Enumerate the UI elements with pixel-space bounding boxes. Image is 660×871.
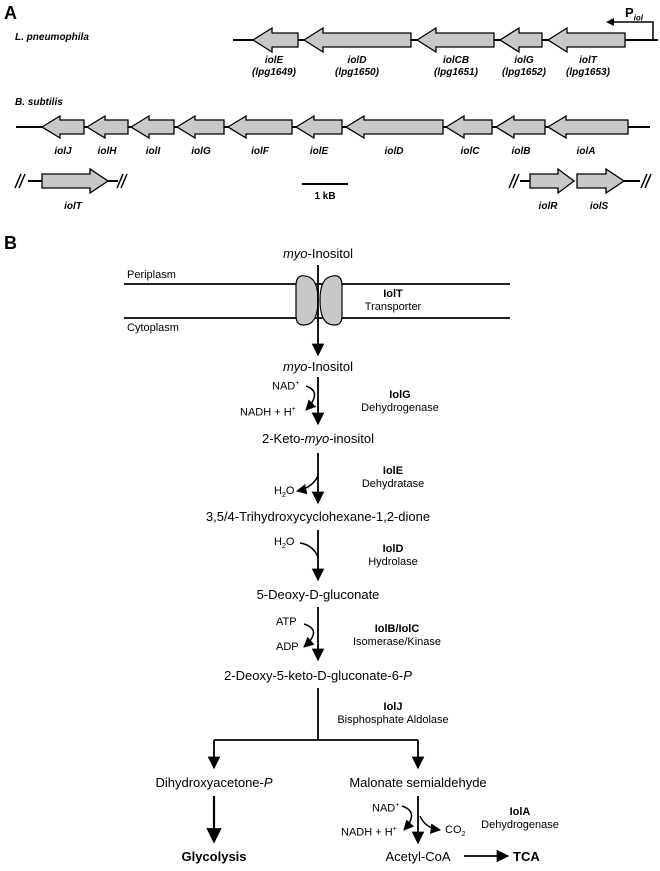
bsu-gene-label: iolF	[251, 146, 269, 157]
lpn-gene-label: iolD(lpg1650)	[335, 55, 379, 78]
lpn-gene-label: iolT(lpg1653)	[566, 55, 610, 78]
bsu-gene-label: iolC	[460, 146, 480, 157]
cofactor-adp: ADP	[276, 641, 299, 653]
lpn-gene-label: iolCB(lpg1651)	[434, 55, 478, 78]
bsu-iolRS-locus	[508, 167, 652, 195]
gene-arrow-iolF	[226, 114, 293, 140]
transporter-shape	[295, 275, 343, 326]
step2-water-arc	[295, 475, 319, 495]
cofactor-nadh-iolA: NADH + H+	[341, 826, 397, 839]
gene-arrow-iolT-lpn	[546, 26, 626, 54]
bsu-gene-arrows	[40, 114, 629, 140]
periplasm-label: Periplasm	[127, 269, 176, 281]
gene-arrow-iolA	[546, 114, 629, 140]
bsu-gene-label: iolA	[576, 146, 596, 157]
promoter-label: Piol	[625, 5, 644, 23]
glycolysis-label: Glycolysis	[181, 849, 247, 864]
promoter-arrow	[606, 18, 654, 40]
panel-label-b: B	[4, 233, 17, 253]
bsu-extra-gene-label: iolR	[538, 201, 558, 212]
metabolite-dhap: Dihydroxyacetone-P	[155, 775, 273, 790]
metabolite-acetyl-coa: Acetyl-CoA	[385, 849, 451, 864]
metabolite-malonate-semialdehyde: Malonate semialdehyde	[349, 775, 487, 790]
gene-arrow-iolG-bsu	[175, 114, 225, 140]
iolA-co2-arc	[419, 815, 442, 834]
metabolite-5-deoxy-d-gluconate: 5-Deoxy-D-gluconate	[256, 587, 380, 602]
gene-arrow-iolJ	[40, 114, 85, 140]
cofactor-water-out: H2O	[274, 485, 295, 500]
gene-arrow-iolB	[494, 114, 546, 140]
step3-water-arc	[299, 542, 319, 558]
bsu-iolT-locus	[14, 167, 128, 195]
gene-arrow-iolD-bsu	[344, 114, 444, 140]
cofactor-co2: CO2	[445, 824, 466, 839]
cofactor-nadh: NADH + H+	[240, 406, 296, 419]
bsu-gene-label: iolH	[97, 146, 117, 157]
gene-arrow-iolS	[576, 167, 626, 195]
bsu-extra-gene-label: iolS	[589, 201, 609, 212]
organism-label-bsu: B. subtilis	[15, 97, 63, 108]
bsu-gene-label: iolI	[145, 146, 161, 157]
cofactor-nad-iolA: NAD+	[372, 802, 400, 815]
gene-arrow-iolE	[251, 26, 299, 54]
gene-arrow-iolH	[85, 114, 129, 140]
tca-label: TCA	[513, 849, 540, 864]
bsu-gene-label: iolJ	[54, 146, 72, 157]
bsu-gene-label: iolD	[384, 146, 404, 157]
cytoplasm-label: Cytoplasm	[127, 322, 179, 334]
bsu-gene-label: iolE	[309, 146, 329, 157]
lpn-gene-label: iolE(lpg1649)	[252, 55, 296, 78]
organism-label-lpn: L. pneumophila	[15, 32, 89, 43]
bsu-extra-gene-label: iolT	[64, 201, 82, 212]
cofactor-water-in: H2O	[274, 536, 295, 551]
iolA-nad-arc	[401, 805, 415, 831]
gene-arrow-iolT-bsu	[41, 167, 110, 195]
metabolite-2-keto-myo-inositol: 2-Keto-myo-inositol	[262, 431, 374, 446]
gene-arrow-iolR	[529, 167, 576, 195]
metabolite-myo-inositol: myo-Inositol	[282, 359, 354, 374]
gene-arrow-iolC	[444, 114, 493, 140]
bsu-gene-label: iolG	[191, 146, 211, 157]
gene-arrow-iolE-bsu	[294, 114, 343, 140]
panel-label-a: A	[4, 3, 17, 23]
lpn-gene-arrows	[251, 26, 626, 54]
bsu-gene-label: iolB	[511, 146, 531, 157]
gene-arrow-iolG	[498, 26, 543, 54]
lpn-gene-label: iolG(lpg1652)	[502, 55, 546, 78]
metabolite-myo-inositol-outside: myo-Inositol	[282, 246, 354, 261]
cofactor-nad: NAD+	[272, 380, 300, 393]
gene-arrow-iolCB	[415, 26, 495, 54]
cofactor-atp: ATP	[276, 616, 297, 628]
gene-arrow-iolD	[302, 26, 412, 54]
metabolite-dkgp: 2-Deoxy-5-keto-D-gluconate-6-P	[224, 668, 412, 683]
scale-bar-label: 1 kB	[314, 191, 336, 202]
metabolite-thcd: 3,5/4-Trihydroxycyclohexane-1,2-dione	[205, 509, 431, 524]
step4-cofactor-arc	[303, 623, 315, 648]
step1-cofactor-arc	[305, 385, 317, 411]
gene-arrow-iolI	[129, 114, 175, 140]
